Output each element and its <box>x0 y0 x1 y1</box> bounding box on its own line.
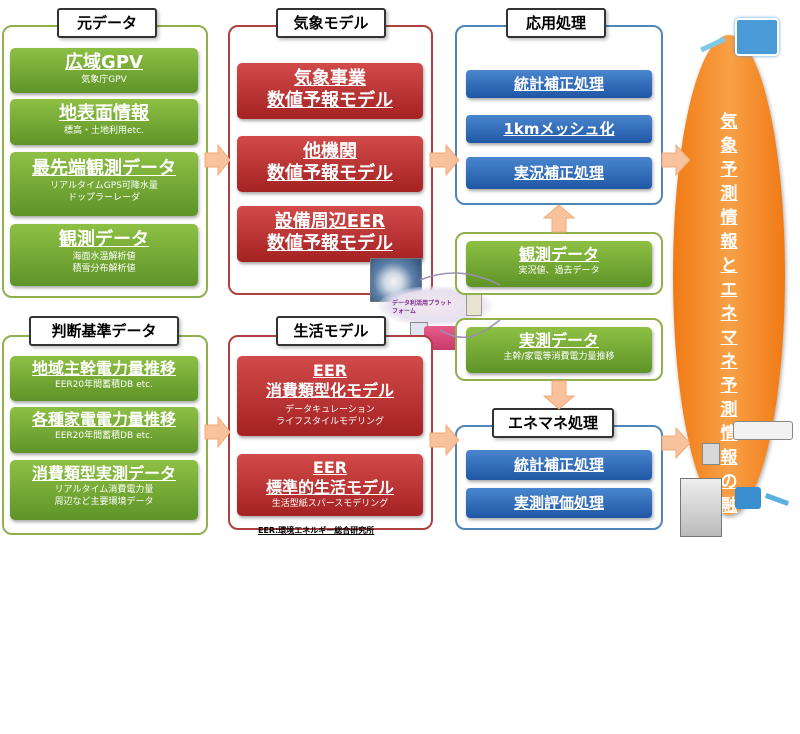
result-oval: 気象予測情報とエネマネ予測情報の融合による一体的支援 <box>673 35 785 732</box>
life-model-sub: 生活型紙スパースモデリング <box>271 499 389 509</box>
life-model-line: EER <box>312 458 348 477</box>
source-item-sub: リアルタイムGPS可降水量 <box>50 181 158 191</box>
enemane-item-evaluation: 実測評価処理 <box>466 488 652 518</box>
weather-model-line: 数値予報モデル <box>267 90 393 111</box>
criteria-item-regional-power: 地域主幹電力量推移 EER20年間蓄積DB etc. <box>10 356 198 401</box>
weather-model-item-business: 気象事業 数値予報モデル <box>237 63 423 119</box>
application-item-statistical: 統計補正処理 <box>466 70 652 98</box>
house-bottom-icon <box>735 487 761 509</box>
source-item-sub: 海面水温解析値 <box>72 252 136 262</box>
measurement-sub: 主幹/家電等消費電力量推移 <box>503 352 615 362</box>
life-model-line: 標準的生活モデル <box>265 478 394 497</box>
life-model-sub: ライフスタイルモデリング <box>275 417 384 427</box>
observation-box: 観測データ 実況値、過去データ <box>466 241 652 287</box>
weather-model-title: 気象モデル <box>276 8 386 38</box>
source-item-sub: ドップラーレーダ <box>67 193 140 203</box>
lightning-icon-bottom <box>764 493 790 506</box>
source-item-surface-info: 地表面情報 標高・土地利用etc. <box>10 99 198 145</box>
source-item-sub: 標高・土地利用etc. <box>64 126 144 136</box>
enemane-item-statistical: 統計補正処理 <box>466 450 652 480</box>
source-item-observation: 観測データ 海面水温解析値 積雪分布解析値 <box>10 224 198 286</box>
air-conditioner-icon <box>733 421 793 440</box>
criteria-item-consumption-data: 消費類型実測データ リアルタイム消費電力量 周辺など主要環境データ <box>10 460 198 520</box>
observation-sub: 実況値、過去データ <box>518 266 600 276</box>
measurement-box: 実測データ 主幹/家電等消費電力量推移 <box>466 327 652 373</box>
life-model-line: EER <box>312 361 348 380</box>
life-model-footnote: EER:環境エネルギー総合研究所 <box>258 526 375 535</box>
source-item-advanced-observation: 最先端観測データ リアルタイムGPS可降水量 ドップラーレーダ <box>10 152 198 216</box>
measurement-main: 実測データ <box>518 331 599 350</box>
observation-main: 観測データ <box>518 245 599 264</box>
platform-label: データ利活用プラットフォーム <box>392 300 453 315</box>
criteria-item-main: 地域主幹電力量推移 <box>31 359 176 378</box>
appliance-icon <box>702 443 720 465</box>
source-title: 元データ <box>57 8 157 38</box>
source-item-main: 広域GPV <box>65 52 143 73</box>
weather-model-item-other-agency: 他機関 数値予報モデル <box>237 136 423 192</box>
life-model-item-standard-life: EER 標準的生活モデル 生活型紙スパースモデリング <box>237 454 423 516</box>
enemane-title: エネマネ処理 <box>492 408 614 438</box>
arrow-criteria-to-life <box>204 415 231 449</box>
criteria-item-sub: EER20年間蓄積DB etc. <box>55 431 153 441</box>
criteria-item-main: 各種家電電力量推移 <box>31 410 176 429</box>
source-item-main: 観測データ <box>59 229 149 250</box>
application-title: 応用処理 <box>506 8 606 38</box>
arrow-observation-to-application <box>542 204 576 233</box>
life-model-line: 消費類型化モデル <box>265 381 394 400</box>
weather-model-item-eer: 設備周辺EER 数値予報モデル <box>237 206 423 262</box>
source-item-main: 地表面情報 <box>59 103 149 124</box>
source-item-sub: 気象庁GPV <box>81 75 127 85</box>
server-icon <box>466 292 482 316</box>
source-item-main: 最先端観測データ <box>32 158 176 179</box>
weather-model-line: 設備周辺EER <box>274 211 386 232</box>
criteria-item-sub: 周辺など主要環境データ <box>54 497 154 507</box>
weather-model-line: 数値予報モデル <box>267 233 393 254</box>
criteria-item-main: 消費類型実測データ <box>31 464 176 483</box>
weather-model-line: 数値予報モデル <box>267 163 393 184</box>
arrow-source-to-weather <box>204 143 231 177</box>
application-item-1km-mesh: 1kmメッシュ化 <box>466 115 652 143</box>
criteria-title: 判断基準データ <box>29 316 179 346</box>
criteria-item-sub: EER20年間蓄積DB etc. <box>55 380 153 390</box>
criteria-item-sub: リアルタイム消費電力量 <box>54 485 154 495</box>
life-model-item-consumption-type: EER 消費類型化モデル データキュレーション ライフスタイルモデリング <box>237 356 423 436</box>
source-item-wide-gpv: 広域GPV 気象庁GPV <box>10 48 198 93</box>
criteria-item-appliance-power: 各種家電電力量推移 EER20年間蓄積DB etc. <box>10 407 198 453</box>
source-item-sub: 積雪分布解析値 <box>72 264 136 274</box>
house-top-icon <box>735 18 779 56</box>
life-model-title: 生活モデル <box>276 316 386 346</box>
arrow-measurement-to-enemane <box>542 380 576 410</box>
application-item-nowcast: 実況補正処理 <box>466 157 652 189</box>
weather-model-line: 他機関 <box>303 141 357 162</box>
weather-model-line: 気象事業 <box>294 68 366 89</box>
life-model-sub: データキュレーション <box>285 405 375 415</box>
server-rack-icon <box>680 478 722 537</box>
